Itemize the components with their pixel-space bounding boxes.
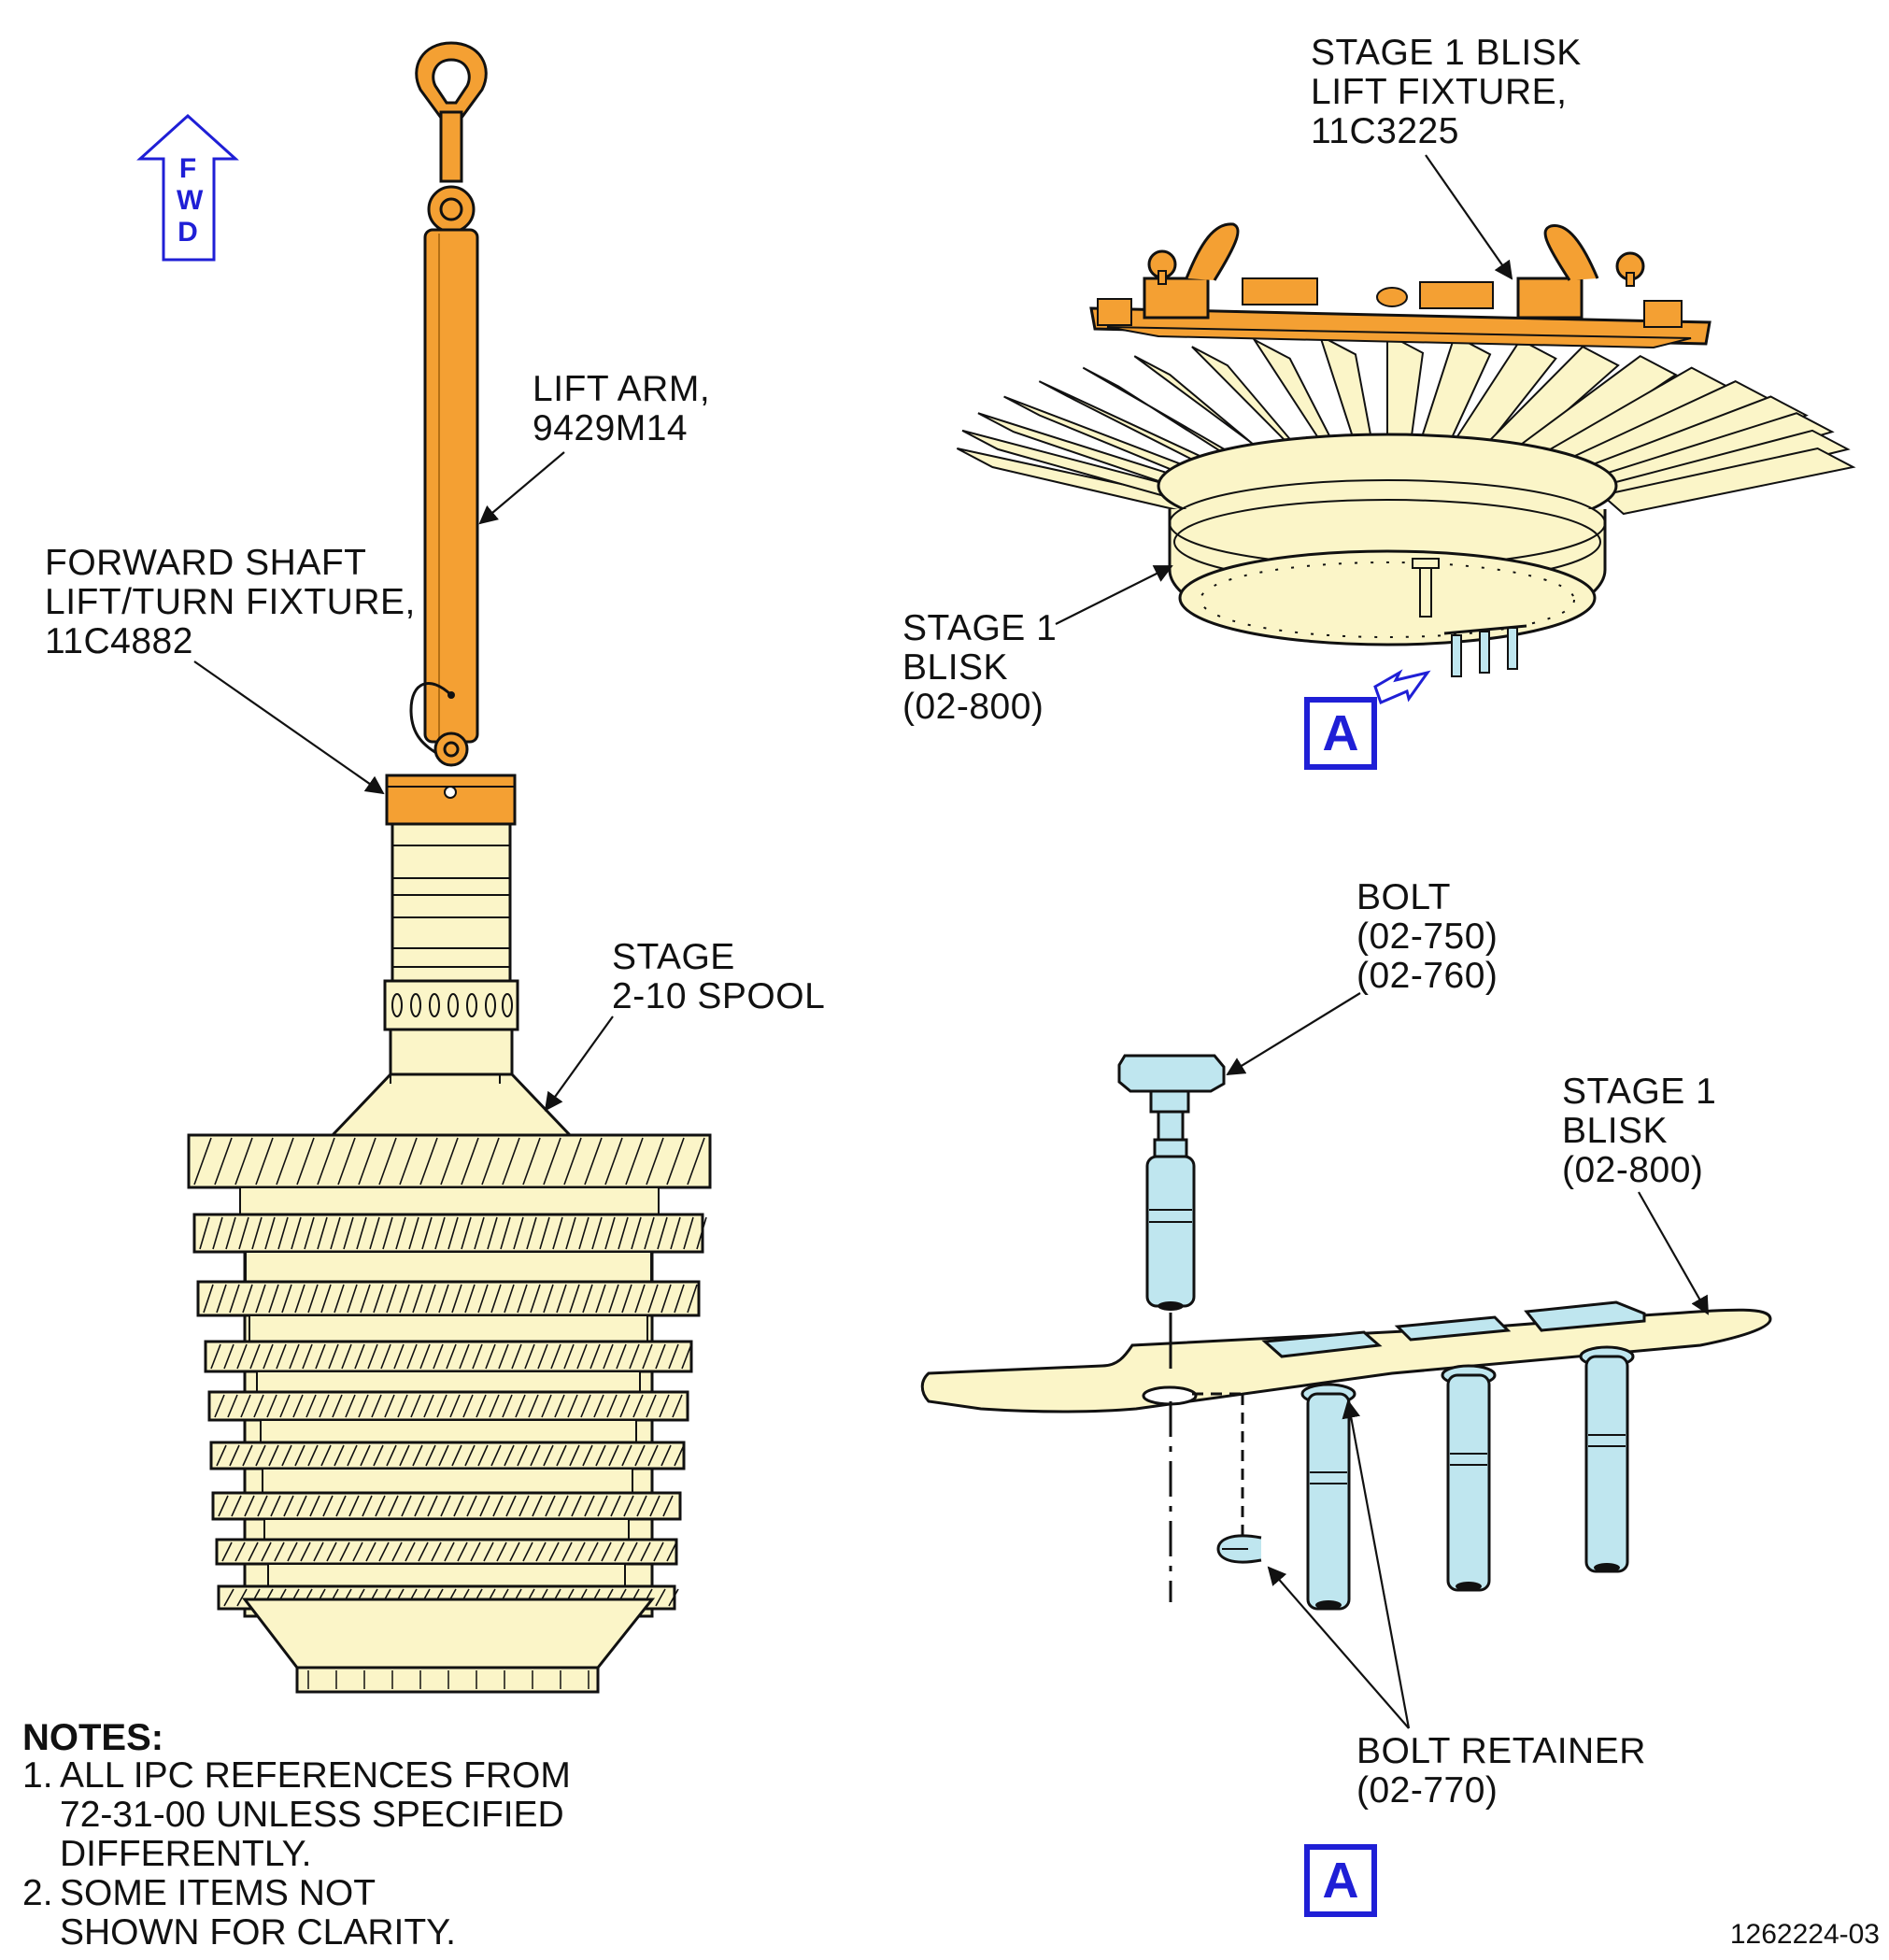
lift-arm-label: LIFT ARM,9429M14: [533, 369, 711, 448]
spool-stage-ring: [207, 1390, 689, 1443]
spool-stage-ring: [187, 1133, 712, 1215]
lift-arm: [409, 41, 488, 767]
blisk-blade: [1599, 447, 1856, 516]
fwd-arrow-icon: [136, 113, 239, 262]
note-1: 1.ALL IPC REFERENCES FROM 72-31-00 UNLES…: [22, 1755, 571, 1874]
spool-stage-ring: [196, 1280, 701, 1342]
fwd-letter-d: D: [178, 217, 198, 248]
note-2: 2.SOME ITEMS NOT SHOWN FOR CLARITY.: [22, 1873, 456, 1953]
spool-stage-ring: [192, 1213, 707, 1283]
bolt-retainer-label: BOLT RETAINER(02-770): [1356, 1731, 1646, 1811]
spool-stage-ring: [211, 1491, 682, 1541]
forward-shaft-fixture: [385, 774, 517, 826]
bolt-label: BOLT(02-750)(02-760): [1356, 877, 1498, 996]
fwd-letters: F W D: [177, 153, 204, 249]
figure-number: 1262224-03: [1729, 1919, 1880, 1950]
leader-lines: [193, 154, 1709, 1729]
view-a-marker-top[interactable]: A: [1304, 697, 1377, 770]
notes-title: NOTES:: [22, 1717, 164, 1758]
spool-stage-ring: [204, 1340, 693, 1393]
fwd-letter-f: F: [178, 153, 197, 184]
fwd-letter-w: W: [177, 185, 204, 216]
spool-stage-ring: [209, 1441, 686, 1494]
installed-bolt: [1579, 1345, 1635, 1573]
installed-bolt: [1300, 1383, 1356, 1611]
spool-stage-ring: [215, 1538, 678, 1587]
view-a-arrow-icon: [1373, 669, 1431, 705]
view-a-marker-detail: A: [1304, 1844, 1377, 1917]
installed-bolt: [1441, 1364, 1497, 1592]
stage-2-10-spool: [187, 822, 712, 1694]
detail-view-a: [920, 1054, 1772, 1611]
stage1-blisk-with-fixture: [956, 222, 1856, 677]
